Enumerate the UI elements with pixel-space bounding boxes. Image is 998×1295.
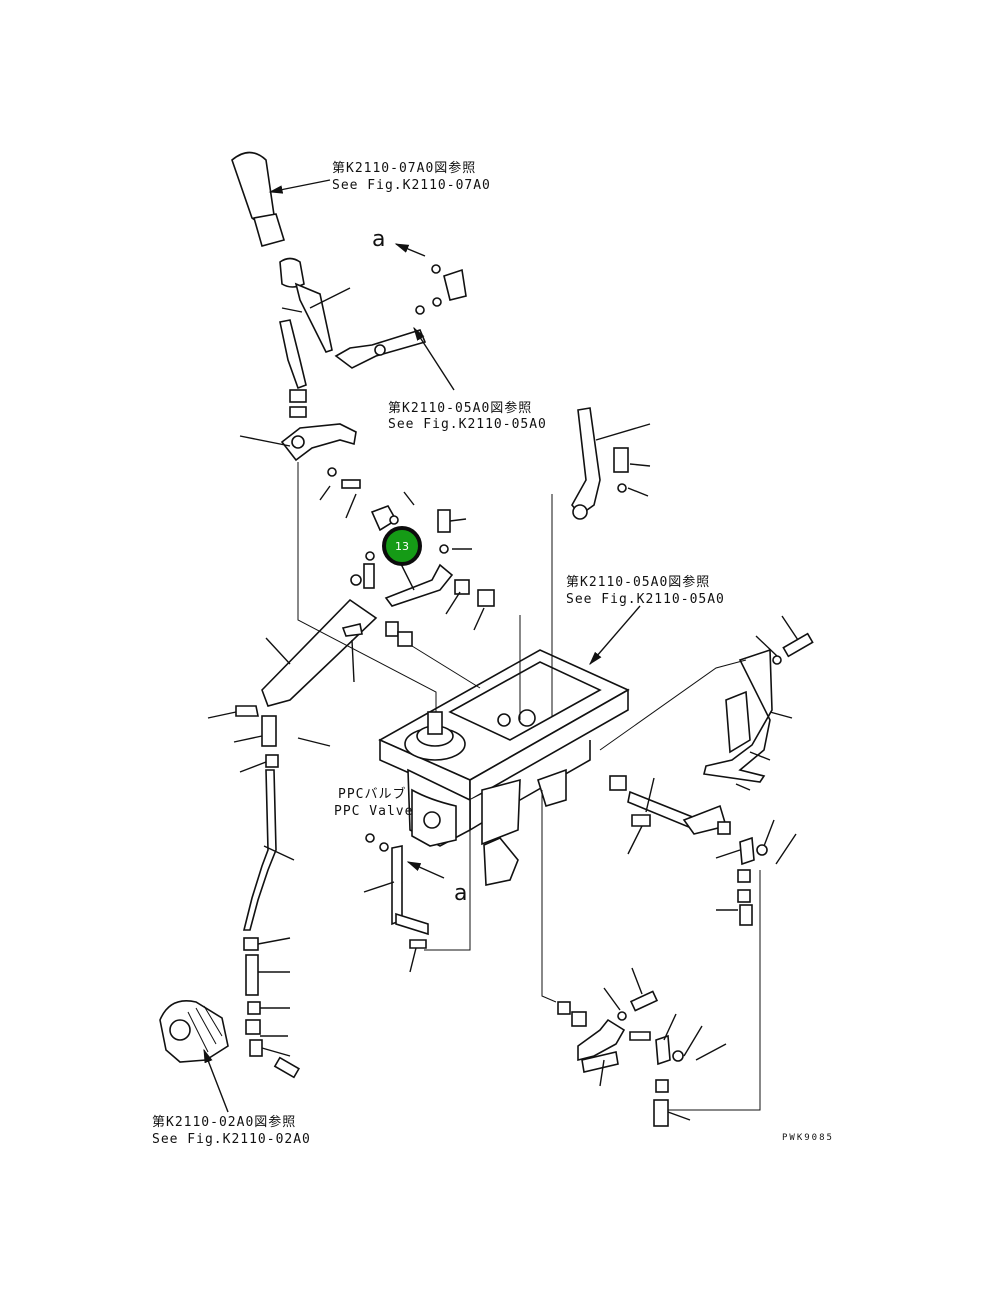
ref-bottom-en: See Fig.K2110-02A0 — [152, 1132, 311, 1147]
ref-right-jp: 第K2110-05A0図参照 — [566, 574, 710, 590]
bottom-right-lever — [557, 990, 684, 1127]
callout-number: 13 — [395, 540, 409, 553]
upper-bracket — [280, 423, 361, 489]
ref-mid-jp: 第K2110-05A0図参照 — [388, 400, 532, 416]
ppc-label-en: PPC Valve — [334, 804, 413, 819]
bottom-left-lever — [365, 833, 429, 949]
ref-top-jp: 第K2110-07A0図参照 — [332, 160, 476, 176]
callout-circle[interactable] — [382, 526, 422, 566]
link-rod-a — [334, 264, 467, 369]
lever-knob — [231, 151, 333, 418]
right-bracket — [703, 632, 814, 783]
drawing-code: PWK9085 — [782, 1133, 834, 1143]
marker-a-top: a — [372, 227, 385, 252]
ref-bottom-jp: 第K2110-02A0図参照 — [152, 1114, 296, 1130]
center-linkage — [350, 505, 495, 607]
leader-lines — [203, 179, 799, 1121]
left-rod — [235, 705, 300, 1079]
ref-right-en: See Fig.K2110-05A0 — [566, 592, 725, 607]
ref-top-en: See Fig.K2110-07A0 — [332, 178, 491, 193]
housing — [378, 649, 630, 886]
center-lines — [297, 462, 761, 1111]
ref-mid-en: See Fig.K2110-05A0 — [388, 417, 547, 432]
ppc-label-jp: PPCバルブ — [338, 786, 406, 802]
right-upper-lever — [571, 407, 629, 520]
marker-a-bottom: a — [454, 881, 467, 906]
callout-13[interactable]: 13 — [382, 526, 422, 566]
left-shaft — [261, 598, 413, 707]
right-shaft — [609, 775, 768, 926]
bottom-left-actuator — [159, 1000, 229, 1063]
